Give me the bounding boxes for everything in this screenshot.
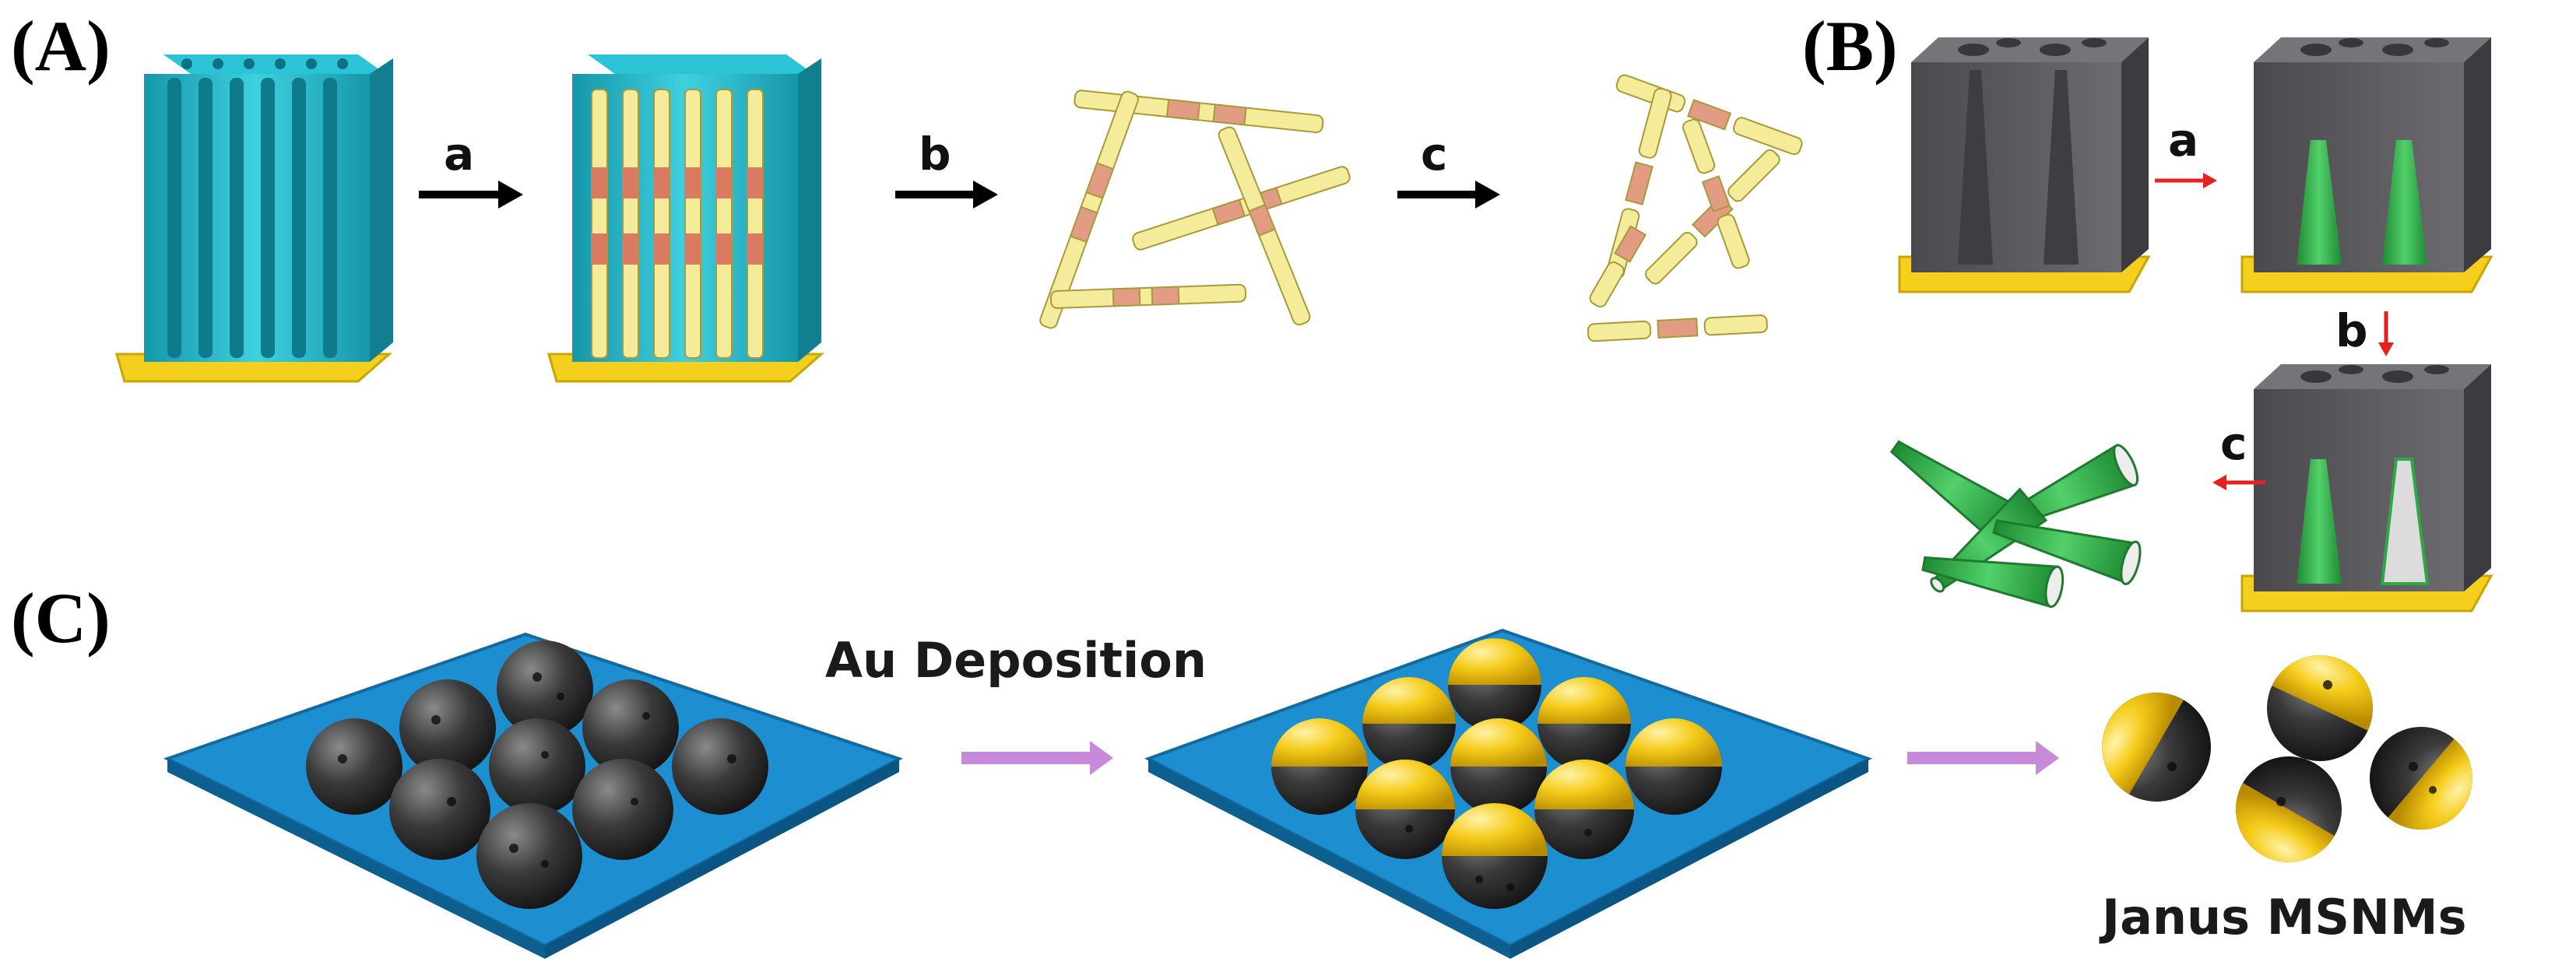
membrane-released-cones [2240,364,2493,612]
released-nanowires [1039,89,1351,329]
janus-particles [2102,655,2472,862]
membrane-empty-pores [1898,37,2151,293]
step-b-a-label: a [2168,114,2198,167]
panel-c-label: (C) [11,578,111,658]
janus-msnms-label: Janus MSNMs [2099,889,2467,946]
panel-a-label: (A) [11,6,111,86]
arrow-step-a: a [419,128,523,209]
arrow-au-deposition [961,741,1113,775]
panel-b-label: (B) [1802,6,1898,86]
arrow-b-step-b: b [2335,304,2394,357]
arrow-b-step-a: a [2155,114,2217,188]
arrow-step-b: b [895,128,998,209]
step-c-label: c [1421,128,1447,181]
substrate-gold-coated-spheres [1144,628,1873,959]
step-b-c-label: c [2220,417,2247,470]
step-b-b-label: b [2335,304,2368,357]
arrow-step-c: c [1397,128,1500,209]
step-b-label: b [919,128,951,181]
membrane-green-cones [2240,37,2493,293]
arrow-release [1907,741,2059,775]
panel-b: (B) a b [1802,6,2493,612]
au-deposition-label: Au Deposition [825,632,1207,689]
template-membrane-empty [115,54,393,383]
substrate-bare-spheres [163,632,904,959]
arrow-b-step-c: c [2212,417,2265,490]
panel-a: (A) a [11,6,1803,383]
panel-c: (C) Au Deposition [11,578,2472,959]
template-membrane-filled [547,54,824,383]
segmented-nanowires [1587,74,1803,342]
step-a-label: a [444,128,474,181]
free-microcones [1889,440,2142,609]
